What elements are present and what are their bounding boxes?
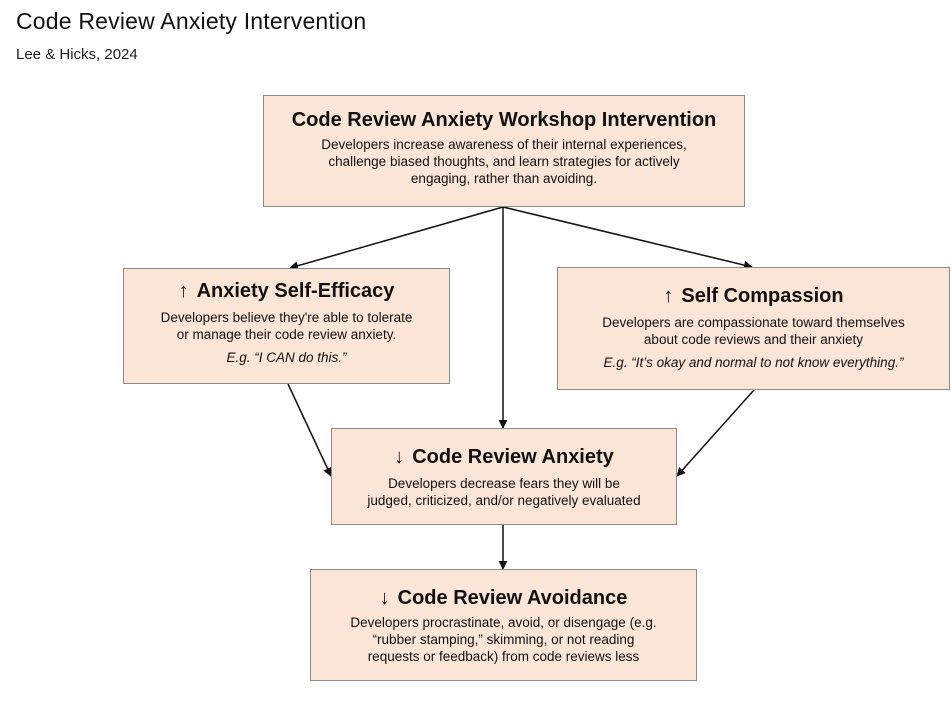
self-efficacy-desc-line: or manage their code review anxiety. — [176, 327, 397, 342]
self-compassion-title: Self Compassion — [681, 285, 844, 307]
up-arrow-icon: ↑ — [663, 285, 674, 307]
code-review-avoidance-box: ↓ Code Review Avoidance Developers procra… — [310, 569, 697, 681]
self-compassion-desc-line: Developers are compassionate toward them… — [602, 315, 905, 330]
self-efficacy-example: E.g. “I CAN do this.” — [226, 350, 347, 365]
self-efficacy-heading: ↑ Anxiety Self-Efficacy — [124, 279, 449, 303]
anxiety-title: Code Review Anxiety — [412, 446, 614, 468]
workshop-desc-line: engaging, rather than avoiding. — [410, 171, 598, 186]
arrow-self-compassion-to-anxiety — [676, 389, 755, 477]
arrow-workshop-to-self-compassion — [502, 206, 753, 270]
workshop-desc-line: Developers increase awareness of their i… — [321, 137, 687, 152]
workshop-intervention-title: Code Review Anxiety Workshop Interventio… — [291, 109, 717, 131]
arrow-self-efficacy-to-anxiety — [287, 383, 332, 477]
self-compassion-desc-line: about code reviews and their anxiety — [643, 332, 864, 347]
self-efficacy-desc-line: Developers believe they're able to toler… — [160, 310, 413, 325]
avoidance-title: Code Review Avoidance — [397, 587, 628, 609]
avoidance-desc-line: “rubber stamping,” skimming, or not read… — [372, 632, 635, 647]
anxiety-description: Developers decrease fears they will be j… — [332, 475, 676, 509]
avoidance-description: Developers procrastinate, avoid, or dise… — [311, 614, 696, 665]
self-compassion-box: ↑ Self Compassion Developers are compassi… — [557, 267, 950, 390]
anxiety-self-efficacy-box: ↑ Anxiety Self-Efficacy Developers believ… — [123, 268, 450, 384]
anxiety-desc-line: judged, criticized, and/or negatively ev… — [367, 493, 641, 508]
self-compassion-heading: ↑ Self Compassion — [558, 284, 949, 308]
arrow-workshop-to-self-efficacy — [289, 206, 504, 271]
avoidance-heading: ↓ Code Review Avoidance — [311, 586, 696, 610]
code-review-anxiety-box: ↓ Code Review Anxiety Developers decrease… — [331, 428, 677, 525]
anxiety-heading: ↓ Code Review Anxiety — [332, 445, 676, 469]
workshop-intervention-box: Code Review Anxiety Workshop Interventio… — [263, 95, 745, 207]
self-compassion-description: Developers are compassionate toward them… — [558, 314, 949, 348]
down-arrow-icon: ↓ — [379, 587, 390, 609]
avoidance-desc-line: Developers procrastinate, avoid, or dise… — [350, 615, 657, 630]
down-arrow-icon: ↓ — [394, 446, 405, 468]
page-subtitle: Lee & Hicks, 2024 — [16, 46, 138, 63]
self-compassion-example: E.g. “It’s okay and normal to not know e… — [603, 355, 904, 370]
avoidance-desc-line: requests or feedback) from code reviews … — [367, 649, 640, 664]
workshop-desc-line: challenge biased thoughts, and learn str… — [328, 154, 680, 169]
page-title: Code Review Anxiety Intervention — [16, 8, 367, 34]
self-efficacy-title: Anxiety Self-Efficacy — [196, 280, 395, 302]
workshop-intervention-description: Developers increase awareness of their i… — [264, 136, 744, 187]
self-efficacy-description: Developers believe they're able to toler… — [124, 309, 449, 343]
up-arrow-icon: ↑ — [178, 280, 189, 302]
anxiety-desc-line: Developers decrease fears they will be — [388, 476, 620, 491]
